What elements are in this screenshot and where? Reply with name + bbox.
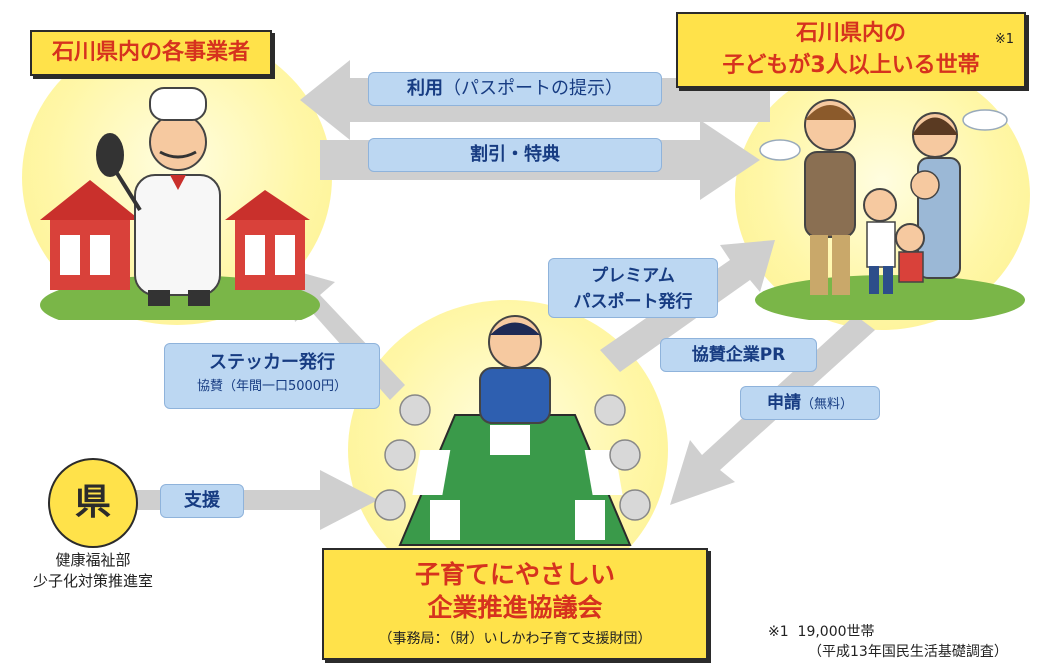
support-label: 支援 xyxy=(160,484,244,518)
council-office: （事務局：（財）いしかわ子育て支援財団） xyxy=(378,631,652,647)
pr-label-text: 協賛企業PR xyxy=(691,345,786,365)
business-title-text: 石川県内の各事業者 xyxy=(51,40,250,65)
footnote-value: 19,000世帯 xyxy=(797,624,875,640)
household-title-line1: 石川県内の xyxy=(795,21,906,46)
apply-label: 申請（無料） xyxy=(740,386,880,420)
sticker-label-line1: ステッカー発行 xyxy=(209,352,335,373)
discount-label-text: 割引・特典 xyxy=(470,144,560,165)
sticker-label-line2: 協賛（年間一口5000円） xyxy=(196,379,348,394)
council-title-line1: 子育てにやさしい xyxy=(414,560,615,589)
support-arrow xyxy=(130,470,378,530)
council-title-line2: 企業推進協議会 xyxy=(427,593,603,622)
chef-illustration xyxy=(40,87,320,320)
council-illustration xyxy=(374,315,651,546)
household-title: 石川県内の 子どもが3人以上いる世帯 ※1 xyxy=(676,12,1026,88)
apply-label-sub: （無料） xyxy=(800,397,853,412)
council-title: 子育てにやさしい 企業推進協議会 （事務局：（財）いしかわ子育て支援財団） xyxy=(322,548,708,660)
use-label-sub: （パスポートの提示） xyxy=(443,78,623,99)
prefecture-dept2: 少子化対策推進室 xyxy=(32,572,153,590)
prefecture-dept1: 健康福祉部 xyxy=(55,551,131,569)
prefecture-circle: 県 xyxy=(48,458,138,548)
household-note-mark: ※1 xyxy=(994,32,1014,47)
prefecture-dept: 健康福祉部 少子化対策推進室 xyxy=(8,550,178,592)
family-illustration xyxy=(755,99,1025,320)
support-label-text: 支援 xyxy=(184,490,220,511)
pr-label: 協賛企業PR xyxy=(660,338,817,372)
footnote-source: （平成13年国民生活基礎調査） xyxy=(808,644,1008,660)
business-title: 石川県内の各事業者 xyxy=(30,30,272,76)
use-label-main: 利用 xyxy=(407,78,443,99)
use-label: 利用（パスポートの提示） xyxy=(368,72,662,106)
footnote: ※1 19,000世帯 （平成13年国民生活基礎調査） xyxy=(768,622,1038,662)
premium-label: プレミアム パスポート発行 xyxy=(548,258,718,318)
prefecture-circle-text: 県 xyxy=(74,482,111,523)
discount-label: 割引・特典 xyxy=(368,138,662,172)
premium-label-line1: プレミアム xyxy=(591,266,675,286)
footnote-mark: ※1 xyxy=(768,624,789,640)
sticker-label: ステッカー発行 協賛（年間一口5000円） xyxy=(164,343,380,409)
apply-label-main: 申請 xyxy=(766,393,801,413)
premium-label-line2: パスポート発行 xyxy=(573,292,693,312)
household-title-line2: 子どもが3人以上いる世帯 xyxy=(722,53,980,78)
